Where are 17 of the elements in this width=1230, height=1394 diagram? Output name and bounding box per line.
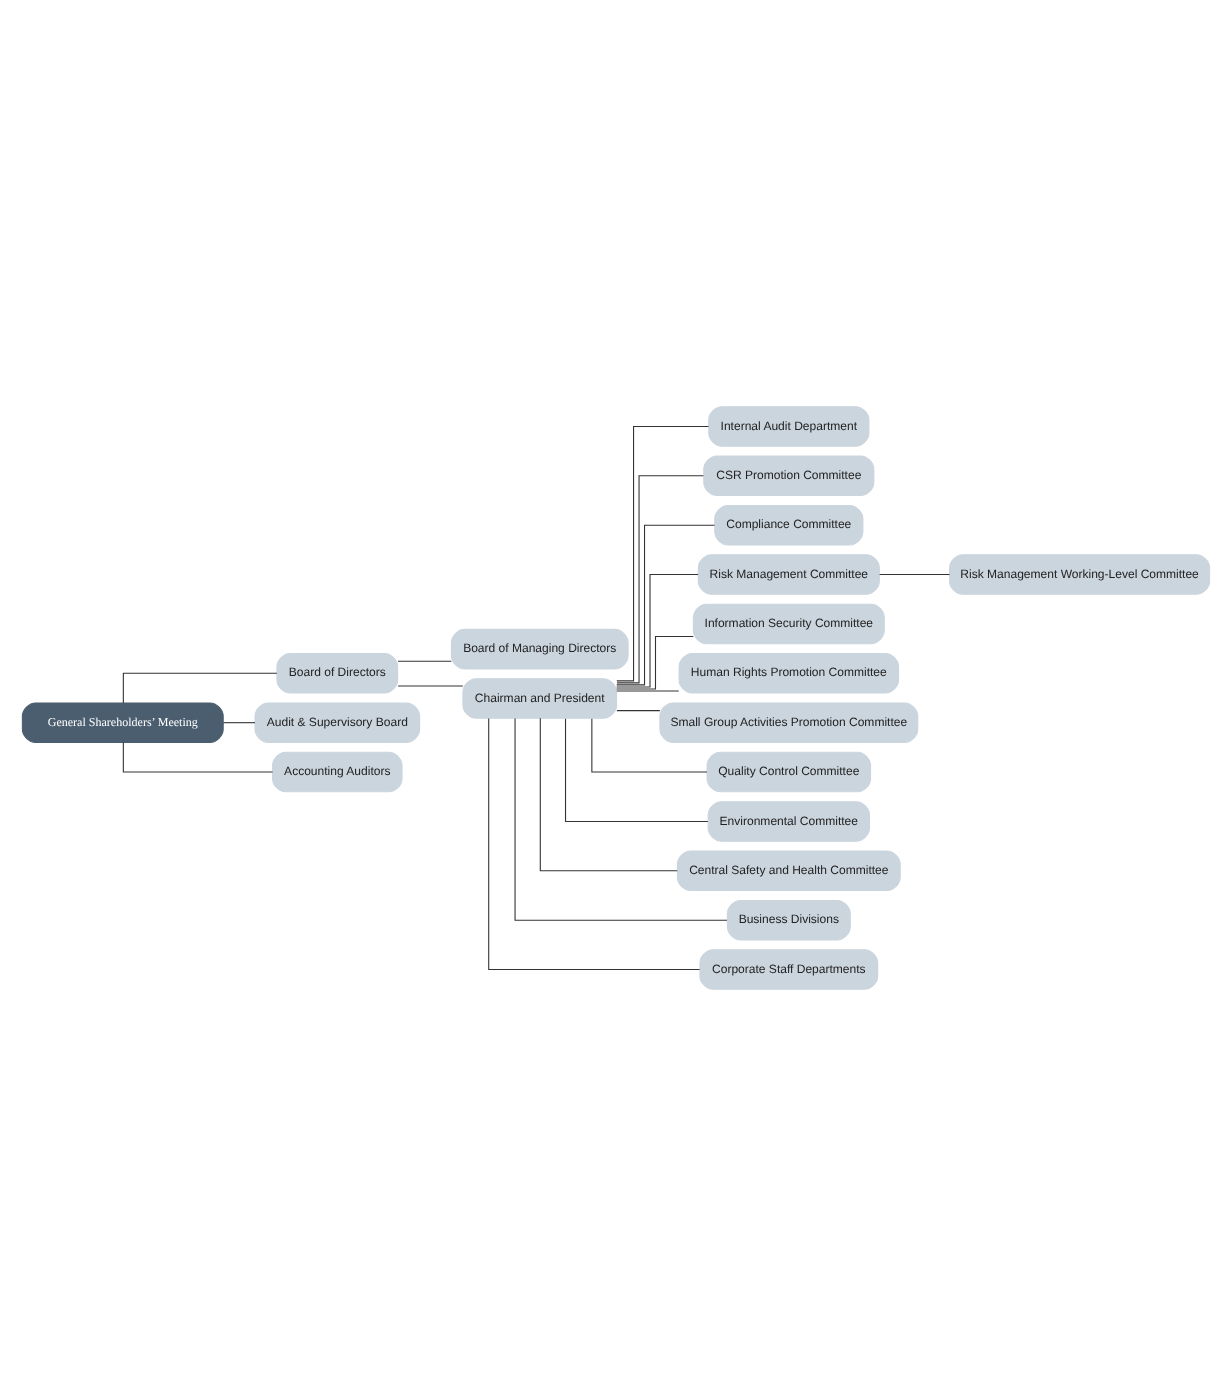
connector: [487, 716, 700, 970]
connector: [878, 573, 950, 575]
connector: [564, 717, 708, 821]
connector: [221, 721, 255, 723]
connector: [538, 716, 677, 871]
connector: [121, 740, 273, 772]
connector: [615, 523, 715, 685]
connector: [615, 474, 703, 683]
connector: [513, 717, 727, 920]
connector: [396, 659, 451, 661]
connector: [590, 717, 707, 772]
connector: [615, 635, 693, 689]
connector: [615, 709, 660, 711]
connector: [615, 424, 708, 681]
connector: [615, 573, 698, 687]
connector: [615, 689, 679, 691]
connector: [121, 671, 277, 703]
